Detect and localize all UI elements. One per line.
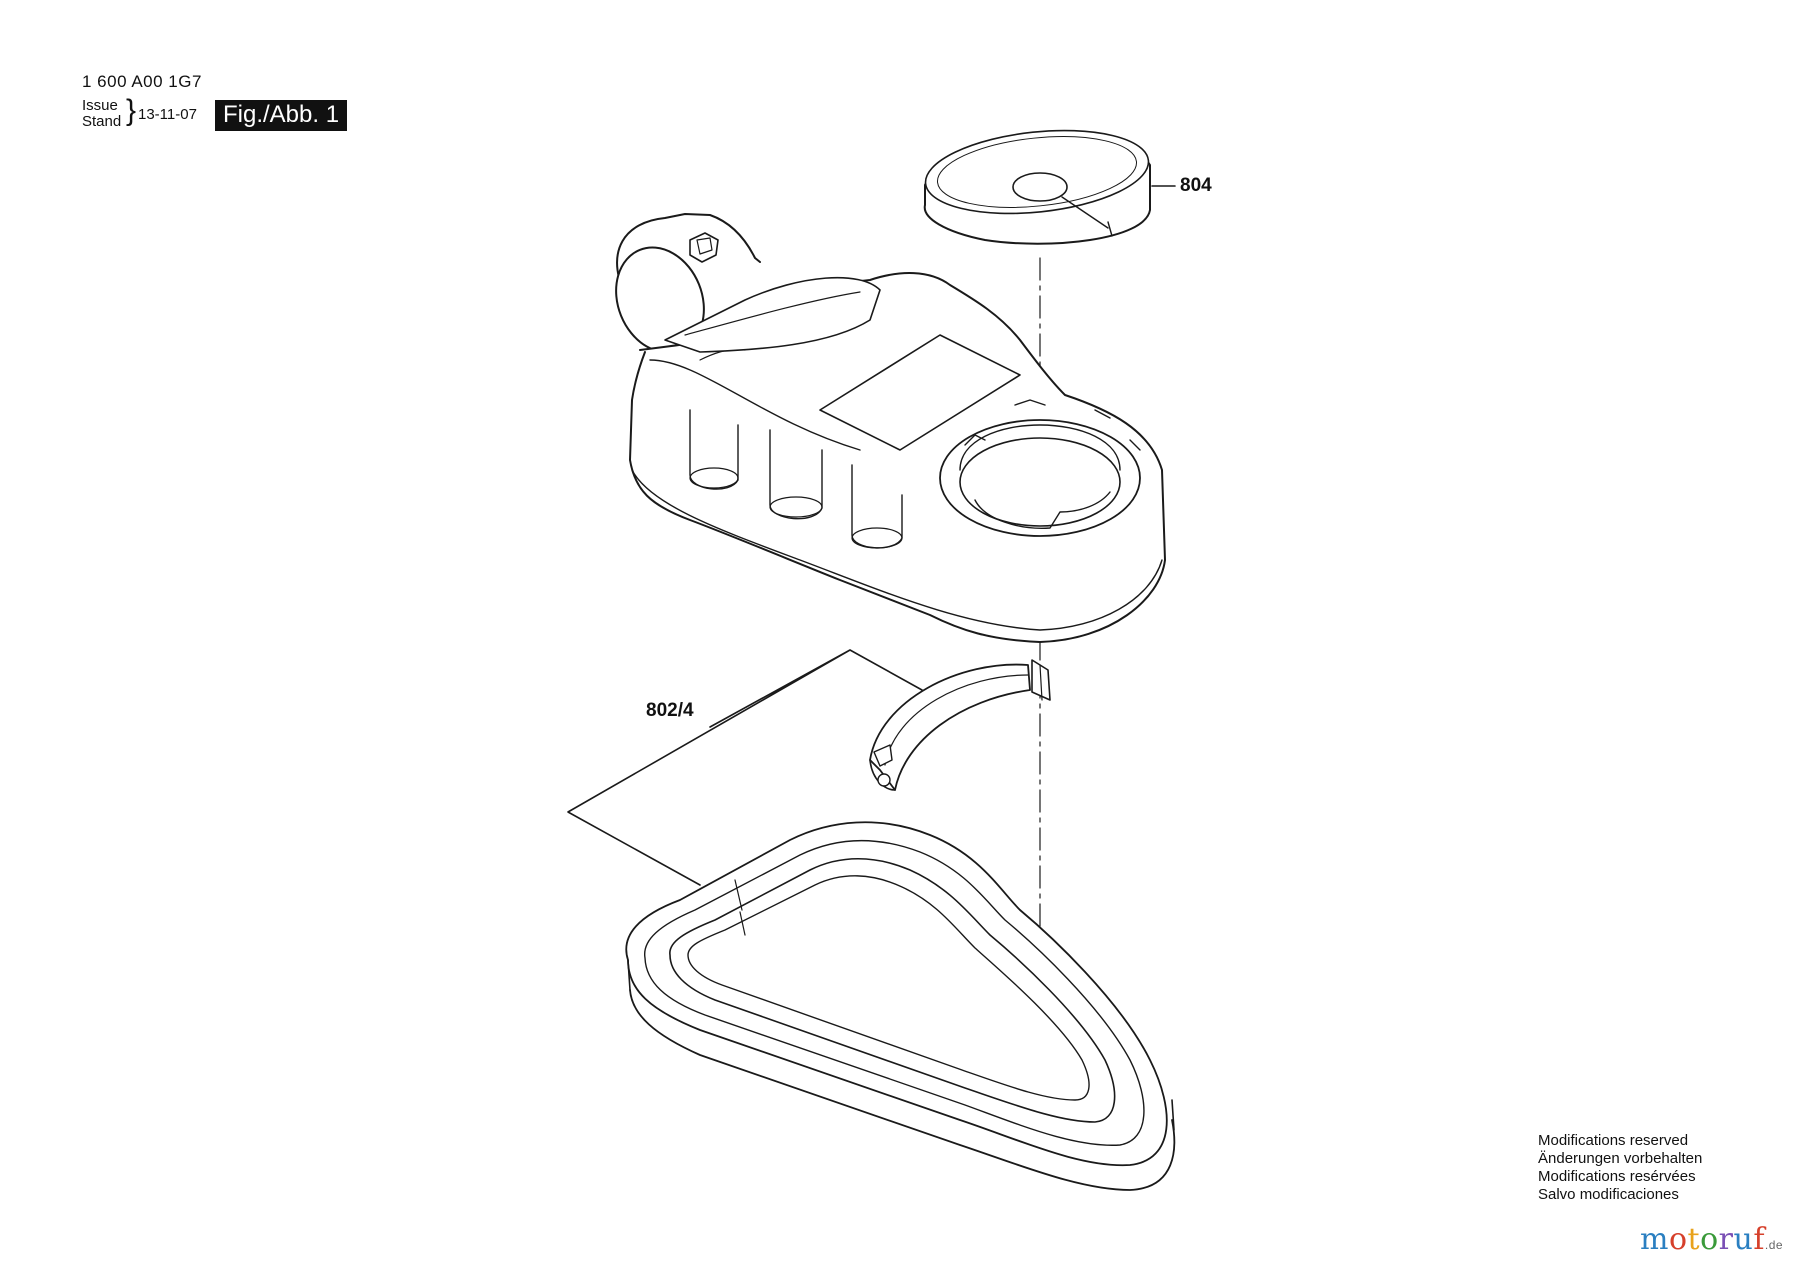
- note-fr: Modifications resérvées: [1538, 1168, 1696, 1185]
- base-seal-ring: [625, 821, 1176, 1191]
- watermark-logo: motoruf.de: [1640, 1222, 1783, 1257]
- part-number: 1 600 A00 1G7: [82, 72, 202, 91]
- issue-brace: }: [126, 94, 137, 127]
- watermark-letter: f: [1753, 1222, 1765, 1257]
- arc-seal: [869, 659, 1051, 791]
- issue-date: 13-11-07: [138, 106, 197, 123]
- watermark-letter: u: [1733, 1222, 1754, 1257]
- note-de: Änderungen vorbehalten: [1538, 1150, 1703, 1167]
- leader-8024: [567, 649, 923, 886]
- watermark-letter: o: [1668, 1222, 1688, 1257]
- watermark-letter: m: [1640, 1222, 1669, 1257]
- watermark-letter: r: [1718, 1222, 1734, 1257]
- dust-housing: [615, 213, 1166, 643]
- figure-badge: Fig./Abb. 1: [215, 100, 348, 131]
- modification-notes: Modifications reserved Änderungen vorbeh…: [1538, 1132, 1702, 1204]
- callout-802-4: 802/4: [646, 700, 694, 721]
- watermark-letter: t: [1687, 1222, 1701, 1257]
- note-en: Modifications reserved: [1538, 1132, 1689, 1149]
- stand-label: Stand: [82, 113, 122, 130]
- watermark-suffix: .de: [1764, 1238, 1784, 1252]
- issue-label: Issue: [82, 97, 118, 114]
- cap-disc-804: [923, 129, 1151, 245]
- watermark-letters: motoruf: [1640, 1222, 1765, 1257]
- note-es: Salvo modificaciones: [1538, 1186, 1679, 1203]
- watermark-letter: o: [1700, 1222, 1719, 1257]
- callout-804: 804: [1180, 175, 1212, 196]
